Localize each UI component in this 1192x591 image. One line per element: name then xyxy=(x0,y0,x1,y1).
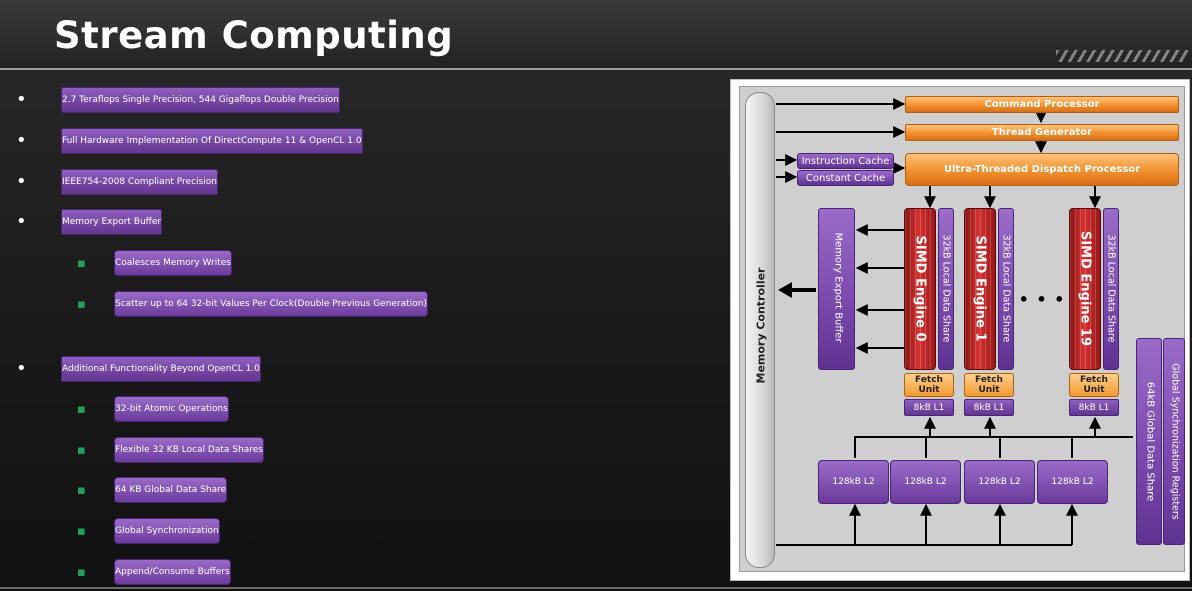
bullet-text: 32-bit Atomic Operations xyxy=(115,404,228,414)
bullet-item: • Additional Functionality Beyond OpenCL … xyxy=(16,356,261,382)
bullet-item: • IEEE754-2008 Compliant Precision xyxy=(16,169,218,195)
bullet-item: ▪ Append/Consume Buffers xyxy=(77,559,231,585)
instruction-cache: Instruction Cache xyxy=(797,153,894,169)
global-data-share-label: 64kB Global Data Share xyxy=(1144,381,1156,502)
bullet-item: ▪ Scatter up to 64 32-bit Values Per Cloc… xyxy=(77,291,428,317)
bullet-dot-icon: • xyxy=(16,358,27,379)
bullet-dot-icon: • xyxy=(16,130,27,151)
l2-cache: 128kB L2 xyxy=(964,460,1035,504)
local-data-share: 32kB Local Data Share xyxy=(938,208,954,370)
bullet-text: Flexible 32 KB Local Data Shares xyxy=(115,445,263,455)
simd-engine-label: SIMD Engine 0 xyxy=(912,235,928,342)
bullet-text: IEEE754-2008 Compliant Precision xyxy=(62,177,217,187)
bullet-item: ▪ Flexible 32 KB Local Data Shares xyxy=(77,437,264,463)
memory-export-buffer-label: Memory Export Buffer xyxy=(832,232,844,343)
bullet-text: Append/Consume Buffers xyxy=(115,567,230,577)
simd-engine: SIMD Engine 1 xyxy=(964,208,996,370)
engines-ellipsis: • • • xyxy=(1018,290,1066,309)
simd-engine-label: SIMD Engine 19 xyxy=(1077,230,1093,347)
bullet-text: Memory Export Buffer xyxy=(62,217,162,227)
thread-generator: Thread Generator xyxy=(905,124,1179,141)
memory-controller: Memory Controller xyxy=(745,92,775,568)
fetch-unit: Fetch Unit xyxy=(904,373,954,397)
bullet-text-continued: (Double Previous Generation) xyxy=(294,299,427,309)
header-divider xyxy=(0,68,1192,70)
l2-cache: 128kB L2 xyxy=(1037,460,1108,504)
bullet-square-icon: ▪ xyxy=(77,402,86,417)
fetch-unit: Fetch Unit xyxy=(964,373,1014,397)
local-data-share-label: 32kB Local Data Share xyxy=(940,234,952,343)
bullet-item: ▪ Coalesces Memory Writes xyxy=(77,250,232,276)
l1-cache: 8kB L1 xyxy=(964,399,1014,416)
global-sync-registers-label: Global Synchronization Registers xyxy=(1169,363,1181,520)
bullet-item: • Full Hardware Implementation Of DirectC… xyxy=(16,128,363,154)
bullet-dot-icon: • xyxy=(16,171,27,192)
simd-engine: SIMD Engine 19 xyxy=(1069,208,1101,370)
bullet-text: Additional Functionality Beyond OpenCL 1… xyxy=(62,364,260,374)
bullet-text: Scatter up to 64 32-bit Values Per Clock xyxy=(115,299,295,309)
bullet-item: ▪ 32-bit Atomic Operations xyxy=(77,396,229,422)
bullet-text: Global Synchronization xyxy=(115,526,219,536)
bullet-square-icon: ▪ xyxy=(77,565,86,580)
slide-title: Stream Computing xyxy=(54,14,454,57)
bullet-dot-icon: • xyxy=(16,211,27,232)
l1-cache: 8kB L1 xyxy=(904,399,954,416)
l2-cache: 128kB L2 xyxy=(818,460,889,504)
l1-cache: 8kB L1 xyxy=(1069,399,1119,416)
bullet-square-icon: ▪ xyxy=(77,483,86,498)
local-data-share: 32kB Local Data Share xyxy=(1103,208,1119,370)
memory-controller-label: Memory Controller xyxy=(754,267,768,384)
bullet-item: ▪ 64 KB Global Data Share xyxy=(77,477,228,503)
bullet-text: 2.7 Teraflops Single Precision, 544 Giga… xyxy=(62,95,339,105)
ultra-threaded-dispatch-processor: Ultra-Threaded Dispatch Processor xyxy=(905,153,1179,186)
bullet-dot-icon: • xyxy=(16,89,27,110)
l2-cache: 128kB L2 xyxy=(890,460,961,504)
local-data-share: 32kB Local Data Share xyxy=(998,208,1014,370)
memory-export-buffer: Memory Export Buffer xyxy=(818,208,855,370)
global-synchronization-registers: Global Synchronization Registers xyxy=(1163,338,1185,545)
command-processor: Command Processor xyxy=(905,96,1179,113)
global-data-share: 64kB Global Data Share xyxy=(1136,338,1162,545)
constant-cache: Constant Cache xyxy=(797,170,894,186)
bullet-square-icon: ▪ xyxy=(77,297,86,312)
bullet-square-icon: ▪ xyxy=(77,256,86,271)
bullet-square-icon: ▪ xyxy=(77,443,86,458)
header-band xyxy=(0,0,1192,68)
bullet-item: ▪ Global Synchronization xyxy=(77,518,220,544)
simd-engine: SIMD Engine 0 xyxy=(904,208,936,370)
header-stripes-decoration xyxy=(1056,50,1188,62)
bullet-text: 64 KB Global Data Share xyxy=(115,485,227,495)
footer-divider xyxy=(0,587,1192,589)
bullet-text: Coalesces Memory Writes xyxy=(115,258,231,268)
local-data-share-label: 32kB Local Data Share xyxy=(1105,234,1117,343)
bullet-text: Full Hardware Implementation Of DirectCo… xyxy=(62,136,362,146)
bullet-item: • Memory Export Buffer xyxy=(16,209,163,235)
bullet-item: • 2.7 Teraflops Single Precision, 544 Gig… xyxy=(16,87,340,113)
local-data-share-label: 32kB Local Data Share xyxy=(1000,234,1012,343)
bullet-square-icon: ▪ xyxy=(77,524,86,539)
simd-engine-label: SIMD Engine 1 xyxy=(972,235,988,342)
fetch-unit: Fetch Unit xyxy=(1069,373,1119,397)
